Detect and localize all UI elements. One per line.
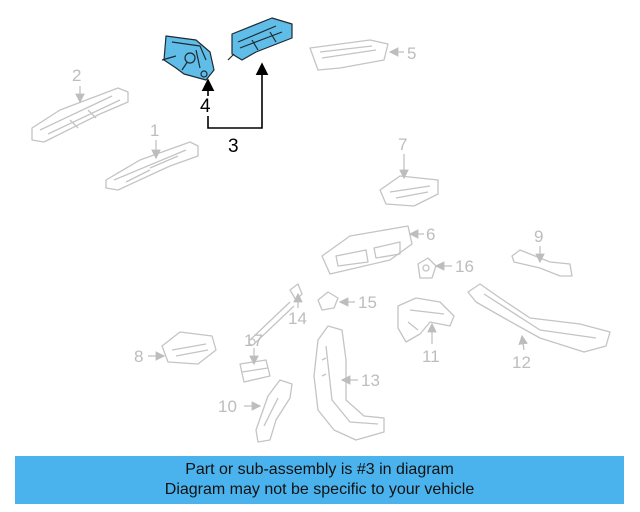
highlight-leaders: [201, 62, 269, 129]
callout-13: 13: [361, 371, 380, 390]
part-17-block[interactable]: [239, 359, 271, 383]
part-8-side-vent[interactable]: [161, 331, 217, 365]
callout-12: 12: [512, 353, 531, 372]
callout-7: 7: [398, 135, 407, 154]
callout-3: 3: [228, 136, 239, 157]
part-5-vent[interactable]: [309, 39, 389, 71]
callout-9: 9: [534, 227, 543, 246]
callout-1: 1: [150, 121, 159, 140]
callout-4: 4: [200, 96, 211, 117]
part-3-housing[interactable]: [227, 17, 293, 61]
part-12-floor-duct[interactable]: [467, 283, 611, 353]
part-7-vent[interactable]: [379, 175, 439, 207]
part-16-sensor[interactable]: [417, 257, 437, 279]
part-9-bracket[interactable]: [511, 249, 573, 277]
part-11-duct[interactable]: [397, 297, 455, 343]
parts-diagram: 2 1 4 3 5 7 6 9 16 15 14 11 12 8 17 10 1…: [31, 17, 611, 443]
callout-8: 8: [134, 347, 143, 366]
leader-lines: [75, 47, 545, 411]
callout-17: 17: [244, 331, 263, 350]
callout-2: 2: [72, 66, 81, 85]
banner-line-1: Part or sub-assembly is #3 in diagram: [185, 461, 454, 478]
callout-5: 5: [407, 44, 416, 63]
part-1-nozzle[interactable]: [105, 141, 199, 191]
banner-line-2: Diagram may not be specific to your vehi…: [164, 481, 475, 498]
callout-15: 15: [358, 293, 377, 312]
info-banner: Part or sub-assembly is #3 in diagram Di…: [15, 456, 624, 504]
part-13-rear-duct[interactable]: [313, 325, 385, 441]
part-15-clip[interactable]: [317, 291, 339, 311]
part-4-actuator[interactable]: [161, 35, 215, 81]
callout-14: 14: [288, 309, 307, 328]
callout-16: 16: [455, 257, 474, 276]
part-6-center-vent[interactable]: [321, 225, 413, 275]
callout-6: 6: [426, 225, 435, 244]
part-10-duct[interactable]: [255, 379, 293, 443]
callout-10: 10: [218, 397, 237, 416]
callout-11: 11: [422, 347, 440, 366]
